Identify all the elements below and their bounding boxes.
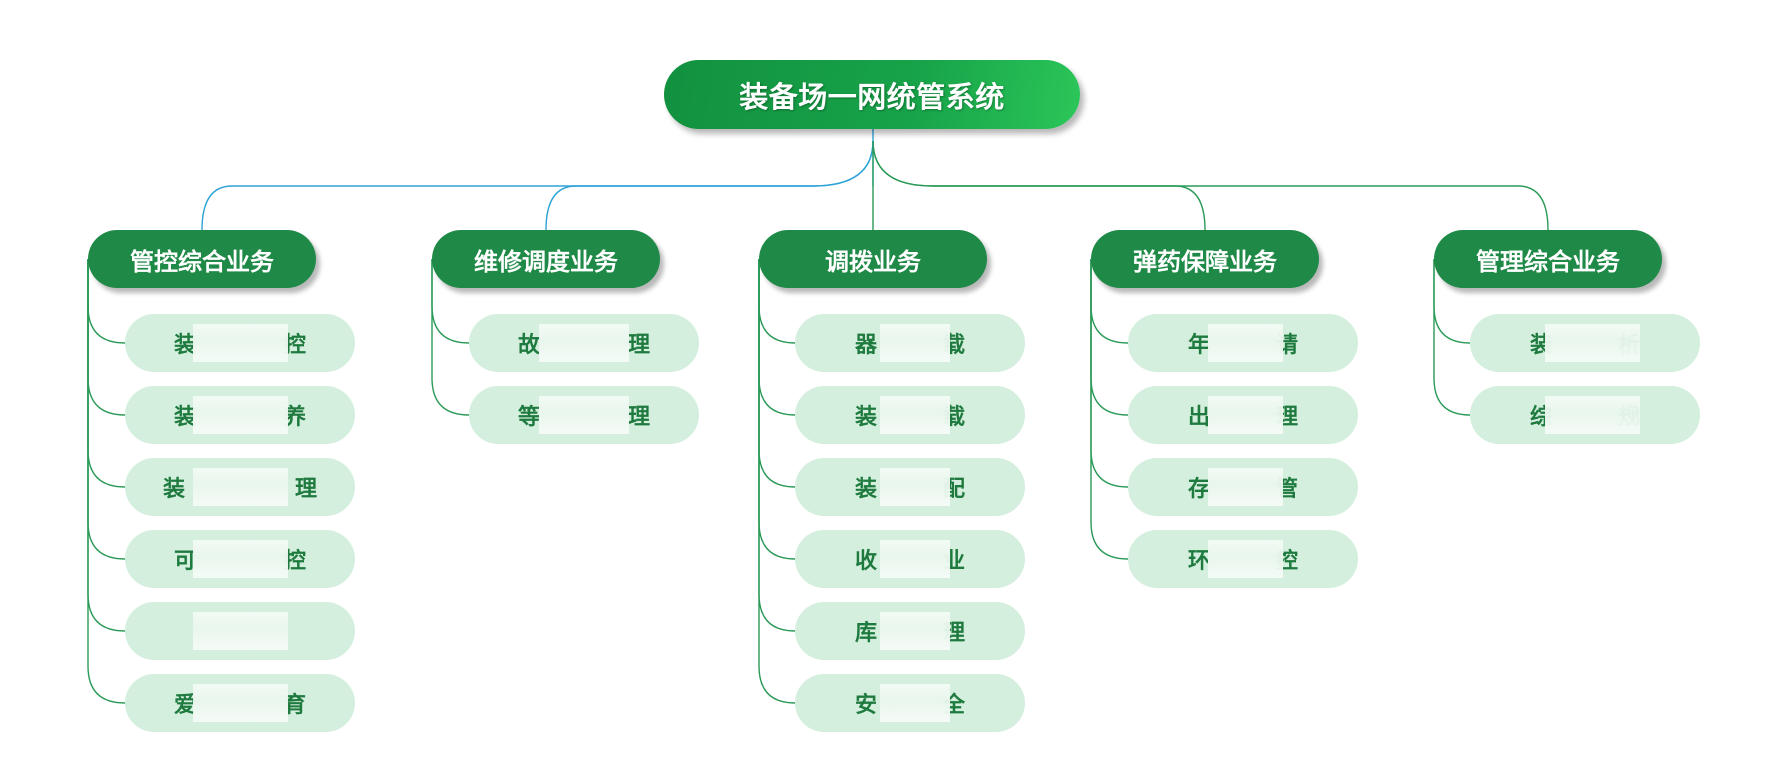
redaction-overlay — [1545, 396, 1640, 434]
leaf-node[interactable]: 环 控 — [1128, 530, 1358, 588]
leaf-connector-line — [87, 259, 126, 704]
leaf-connector-line — [1433, 259, 1471, 416]
redaction-overlay — [880, 468, 950, 506]
redaction-overlay — [193, 324, 288, 362]
branch-label: 调拨业务 — [825, 247, 921, 276]
leaf-node[interactable]: 可 控 — [125, 530, 355, 588]
redaction-overlay — [1208, 396, 1283, 434]
redaction-overlay — [1208, 540, 1283, 578]
leaf-node[interactable]: 年 请 — [1128, 314, 1358, 372]
redaction-overlay — [1208, 468, 1283, 506]
branch-label: 管理综合业务 — [1476, 247, 1620, 276]
redaction-overlay — [193, 612, 288, 650]
branch-node[interactable]: 调拨业务 — [759, 230, 987, 288]
leaf-node[interactable]: 存 管 — [1128, 458, 1358, 516]
leaf-connector-line — [1090, 259, 1129, 488]
redaction-overlay — [539, 396, 629, 434]
leaf-connector-line — [758, 259, 796, 560]
leaf-connector-line — [431, 259, 470, 416]
branch-connector-line — [872, 140, 1549, 231]
leaf-connector-line — [87, 259, 126, 488]
redaction-overlay — [880, 324, 950, 362]
leaf-node[interactable]: 收 业 — [795, 530, 1025, 588]
leaf-node[interactable]: 装 控 — [125, 314, 355, 372]
leaf-node[interactable]: 等 理 — [469, 386, 699, 444]
leaf-connector-line — [758, 259, 796, 632]
redaction-overlay — [539, 324, 629, 362]
leaf-node[interactable]: 器 载 — [795, 314, 1025, 372]
branch-label: 维修调度业务 — [474, 247, 618, 276]
leaf-node[interactable]: 库 理 — [795, 602, 1025, 660]
leaf-node[interactable]: 故 理 — [469, 314, 699, 372]
redaction-overlay — [193, 468, 288, 506]
branch-label: 弹药保障业务 — [1133, 247, 1277, 276]
leaf-connector-line — [1090, 259, 1129, 560]
branch-node[interactable]: 管控综合业务 — [88, 230, 316, 288]
redaction-overlay — [880, 612, 950, 650]
leaf-node[interactable] — [125, 602, 355, 660]
redaction-overlay — [1545, 324, 1640, 362]
leaf-connector-line — [87, 259, 126, 560]
redaction-overlay — [193, 684, 288, 722]
leaf-connector-line — [758, 259, 796, 488]
leaf-node[interactable]: 安 全 — [795, 674, 1025, 732]
leaf-node[interactable]: 爱 育 — [125, 674, 355, 732]
root-title: 装备场一网统管系统 — [739, 79, 1005, 114]
branch-node[interactable]: 管理综合业务 — [1434, 230, 1662, 288]
leaf-connector-line — [758, 259, 796, 704]
redaction-overlay — [880, 684, 950, 722]
leaf-connector-line — [87, 259, 126, 632]
leaf-node[interactable]: 装 配 — [795, 458, 1025, 516]
leaf-node[interactable]: 装 养 — [125, 386, 355, 444]
leaf-node[interactable]: 装 载 — [795, 386, 1025, 444]
leaf-node[interactable]: 综 规 — [1470, 386, 1700, 444]
branch-node[interactable]: 维修调度业务 — [432, 230, 660, 288]
redaction-overlay — [193, 396, 288, 434]
branch-label: 管控综合业务 — [130, 247, 274, 276]
branch-connector-line — [545, 140, 874, 231]
leaf-node[interactable]: 装 析 — [1470, 314, 1700, 372]
redaction-overlay — [880, 540, 950, 578]
branch-node[interactable]: 弹药保障业务 — [1091, 230, 1319, 288]
redaction-overlay — [1208, 324, 1283, 362]
redaction-overlay — [880, 396, 950, 434]
leaf-node[interactable]: 出 理 — [1128, 386, 1358, 444]
leaf-node[interactable]: 装 理 — [125, 458, 355, 516]
redaction-overlay — [193, 540, 288, 578]
root-node[interactable]: 装备场一网统管系统 — [664, 60, 1080, 129]
